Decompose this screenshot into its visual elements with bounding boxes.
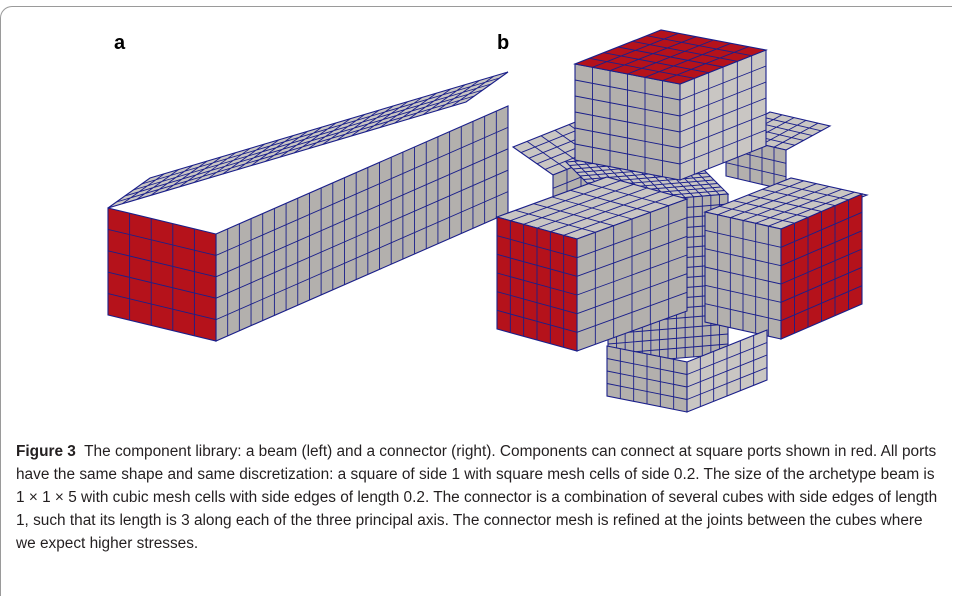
connector-top-cube-right: [679, 49, 767, 181]
figure-caption: Figure 3 The component library: a beam (…: [16, 440, 938, 555]
figure-number: Figure 3: [16, 443, 76, 460]
connector-right-port: [780, 193, 863, 340]
connector-bottom-side: [686, 329, 768, 413]
beam-top-face: [107, 71, 509, 209]
beam-mesh: [107, 71, 509, 342]
figure-frame: [0, 6, 952, 596]
beam-port-face: [107, 207, 217, 342]
panel-label-b: b: [497, 32, 510, 54]
connector-left-side: [576, 198, 688, 352]
connector-top-port: [573, 29, 768, 85]
connector-left-port: [496, 216, 578, 352]
caption-text: The component library: a beam (left) and…: [16, 443, 938, 552]
connector-bottom-front: [606, 345, 688, 413]
connector-mesh: [495, 29, 869, 413]
connector-right-front: [704, 211, 782, 340]
beam-side-face: [215, 105, 509, 342]
figure-illustration: [107, 29, 869, 413]
panel-label-a: a: [114, 32, 126, 54]
